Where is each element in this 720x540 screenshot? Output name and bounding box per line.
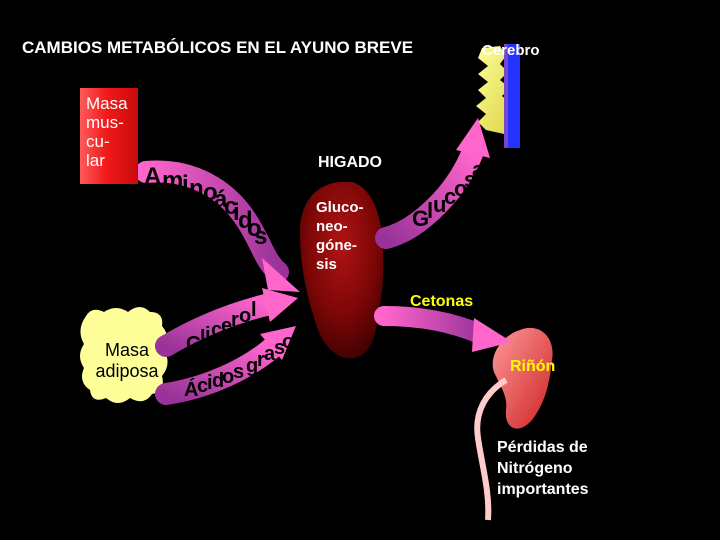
glycerol-char: e xyxy=(221,315,232,337)
fatty-acid-char: a xyxy=(264,343,276,365)
glycerol-arrow xyxy=(155,293,281,357)
glycerol-char: l xyxy=(200,327,206,349)
amino-arrowhead xyxy=(262,258,300,292)
fatty-acids-label: Á c i d o s g r a s o s xyxy=(184,325,303,401)
fatty-acid-char: r xyxy=(257,349,265,371)
glucose-char: s xyxy=(464,167,476,192)
muscle-label-line: mus- xyxy=(86,113,124,132)
muscle-block xyxy=(80,88,138,184)
amino-acids-label: A m i n o á c i d o s xyxy=(144,163,267,250)
glucose-char: c xyxy=(444,184,456,209)
kidney-label: Riñón xyxy=(510,358,556,375)
nitrogen-loss-line: Nitrógeno xyxy=(497,460,573,477)
glucose-char: G xyxy=(412,206,429,231)
glycerol-label: G l i c e r o l xyxy=(186,299,257,355)
nitrogen-loss-line: importantes xyxy=(497,481,589,498)
fatty-acid-arrow xyxy=(155,337,283,405)
amino-char: á xyxy=(214,186,228,213)
amino-char: s xyxy=(254,223,267,250)
brain-label: Cerebro xyxy=(482,42,540,59)
ketone-arrowhead xyxy=(472,318,512,352)
amino-char: i xyxy=(182,171,189,198)
fatty-acid-char: d xyxy=(212,370,224,392)
adipose-label-line: adiposa xyxy=(95,361,159,381)
glycerol-char: G xyxy=(186,333,202,355)
glucose-char: o xyxy=(454,176,467,201)
nitrogen-loss-line: Pérdidas de xyxy=(497,439,588,456)
fatty-acid-char: o xyxy=(222,366,234,388)
glucose-label: G l u c o s a xyxy=(412,157,485,231)
amino-arrow xyxy=(135,160,289,283)
amino-char: i xyxy=(233,199,240,226)
gluconeogenesis-label: Gluco- neo- góne- sis xyxy=(316,198,364,274)
liver-label: HIGADO xyxy=(318,154,382,171)
amino-char: A xyxy=(144,163,161,190)
muscle-label-line: cu- xyxy=(86,132,110,151)
ketones-label: Cetonas xyxy=(410,293,474,310)
gluconeogenesis-line: sis xyxy=(316,256,337,273)
glycerol-char: c xyxy=(211,319,222,341)
fatty-acid-char: c xyxy=(197,375,208,397)
ureter xyxy=(474,377,508,521)
ketone-arrow xyxy=(374,306,490,344)
glycerol-char: l xyxy=(251,299,257,321)
adipose-label-line: Masa xyxy=(104,340,149,360)
glucose-char: a xyxy=(472,157,485,182)
gluconeogenesis-line: neo- xyxy=(316,218,348,235)
amino-char: c xyxy=(224,193,237,220)
brain-shape xyxy=(476,46,520,134)
fatty-acid-char: g xyxy=(246,355,258,377)
adipose-label: Masa adiposa xyxy=(90,340,164,382)
amino-char: d xyxy=(238,207,253,234)
gluconeogenesis-line: Gluco- xyxy=(316,199,364,216)
glucose-char: u xyxy=(433,192,446,217)
fatty-acid-arrowhead xyxy=(260,326,296,360)
glycerol-arrowhead xyxy=(262,288,298,322)
adipose-shape xyxy=(80,307,168,403)
gluconeogenesis-line: góne- xyxy=(316,237,357,254)
nitrogen-loss-label: Pérdidas de Nitrógeno importantes xyxy=(497,437,589,500)
fatty-acid-char: i xyxy=(207,372,213,394)
brain-vessel-bar xyxy=(508,44,520,148)
amino-char: o xyxy=(203,179,218,206)
slide-title: CAMBIOS METABÓLICOS EN EL AYUNO BREVE xyxy=(22,38,414,57)
muscle-label-line: lar xyxy=(86,151,105,170)
fatty-acid-char: s xyxy=(233,361,244,383)
kidney-shape xyxy=(492,327,553,429)
fatty-acid-char: s xyxy=(274,337,285,359)
muscle-label-line: Masa xyxy=(86,94,128,113)
glycerol-char: o xyxy=(239,305,251,327)
amino-char: o xyxy=(247,215,262,242)
glucose-arrowhead xyxy=(456,118,490,158)
amino-char: n xyxy=(189,175,204,202)
liver-shape xyxy=(300,182,384,359)
glucose-arrow xyxy=(375,143,483,249)
glycerol-char: r xyxy=(231,309,239,331)
fatty-acid-char: o xyxy=(282,331,294,353)
amino-char: m xyxy=(162,167,183,194)
glycerol-char: i xyxy=(205,324,211,346)
fatty-acid-char: s xyxy=(292,325,303,347)
fatty-acid-char: Á xyxy=(184,378,198,401)
muscle-label: Masa mus- cu- lar xyxy=(86,94,128,170)
brain-vessel-edge xyxy=(504,44,508,148)
glucose-char: l xyxy=(427,198,433,223)
